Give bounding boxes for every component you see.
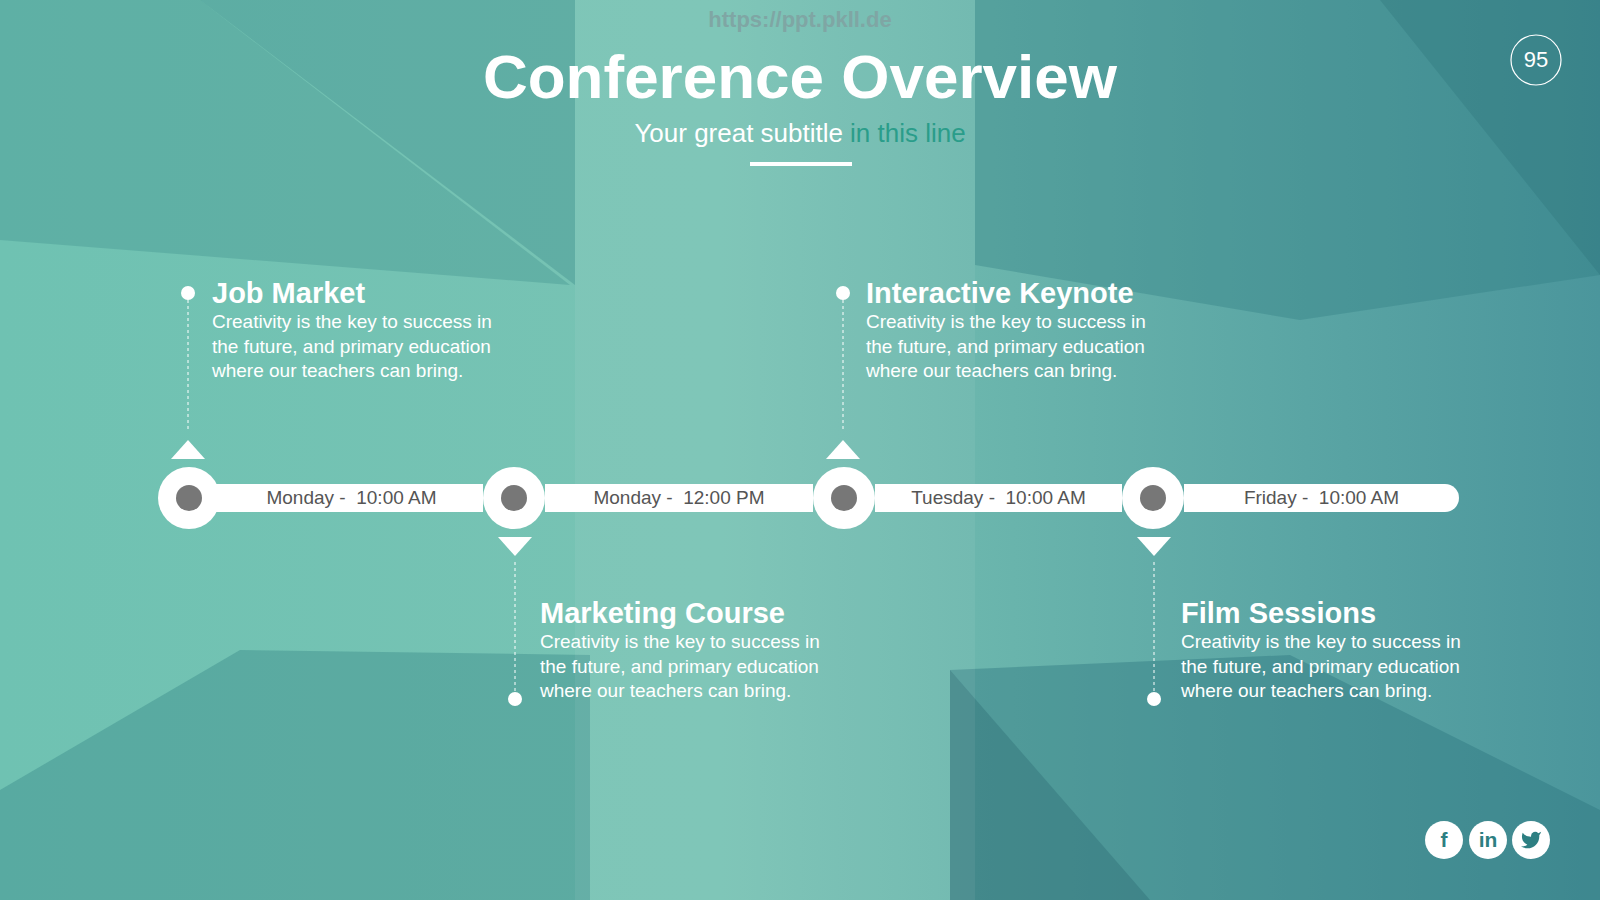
event-description: Creativity is the key to success in the … <box>540 630 820 704</box>
timeline-segment: Monday - 12:00 PM <box>545 484 813 512</box>
event-heading: Marketing Course <box>540 596 785 631</box>
event-heading: Film Sessions <box>1181 596 1376 631</box>
linkedin-icon: in <box>1469 828 1507 852</box>
time-label: Friday - 10:00 AM <box>1244 487 1399 509</box>
facebook-icon: f <box>1425 828 1463 852</box>
subtitle-accent: in this line <box>850 118 966 149</box>
subtitle-row: Your great subtitlein this line <box>634 118 965 149</box>
page-number: 95 <box>1511 47 1561 73</box>
time-label: Monday - 12:00 PM <box>593 487 764 509</box>
event-description: Creativity is the key to success in the … <box>866 310 1146 384</box>
event-description: Creativity is the key to success in the … <box>1181 630 1461 704</box>
event-description: Creativity is the key to success in the … <box>212 310 492 384</box>
timeline-segment: Tuesday - 10:00 AM <box>875 484 1122 512</box>
time-label: Monday - 10:00 AM <box>266 487 436 509</box>
timeline-segment: Monday - 10:00 AM <box>220 484 483 512</box>
timeline-segment: Friday - 10:00 AM <box>1184 484 1459 512</box>
event-heading: Job Market <box>212 276 365 311</box>
event-heading: Interactive Keynote <box>866 276 1134 311</box>
twitter-icon <box>1521 832 1541 849</box>
slide-title: Conference Overview <box>483 41 1117 112</box>
watermark: https://ppt.pkll.de <box>708 7 891 33</box>
time-label: Tuesday - 10:00 AM <box>911 487 1086 509</box>
subtitle: Your great subtitle <box>634 118 843 149</box>
